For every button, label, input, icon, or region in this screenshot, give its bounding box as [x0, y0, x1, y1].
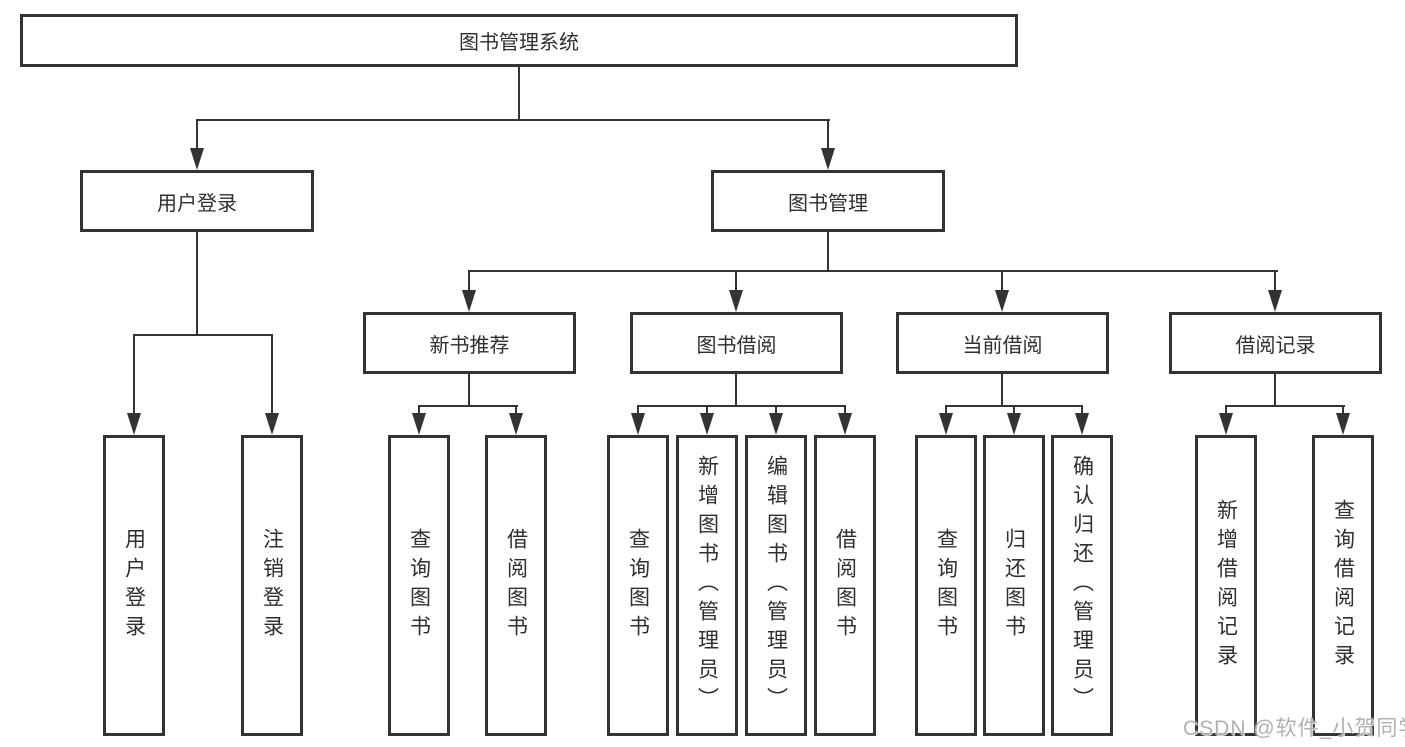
connector-line [1274, 374, 1276, 407]
connector-line [1001, 270, 1003, 292]
connector-line [1081, 405, 1083, 416]
node-label: 当前借阅 [962, 334, 1043, 357]
node-label: 借阅图书 [504, 527, 528, 644]
arrow-down-icon [838, 413, 852, 435]
connector-line [468, 374, 470, 407]
arrow-down-icon [412, 413, 426, 435]
connector-line [706, 405, 708, 416]
leaf-borrow-books-recommend: 借阅图书 [485, 435, 547, 736]
arrow-down-icon [1007, 413, 1021, 435]
arrow-down-icon [821, 148, 835, 170]
connector-line [735, 374, 737, 407]
connector-line [468, 270, 470, 292]
arrow-down-icon [190, 148, 204, 170]
connector-line [196, 119, 830, 121]
leaf-query-books-current: 查询图书 [915, 435, 977, 736]
node-label: 用户登录 [122, 527, 146, 644]
node-label: 借阅图书 [833, 527, 857, 644]
connector-line [196, 232, 198, 336]
node-label: 确认归还（管理员） [1070, 455, 1094, 716]
leaf-query-books-borrow: 查询图书 [607, 435, 669, 736]
node-label: 图书借阅 [696, 334, 777, 357]
node-borrowing-records: 借阅记录 [1169, 312, 1382, 374]
connector-line [844, 405, 846, 416]
connector-line [133, 334, 273, 336]
leaf-logout: 注销登录 [241, 435, 303, 736]
node-library-management-system: 图书管理系统 [20, 14, 1018, 67]
node-label: 用户登录 [157, 192, 237, 215]
node-new-book-recommendation: 新书推荐 [363, 312, 576, 374]
node-label: 借阅记录 [1235, 334, 1316, 357]
leaf-borrow-books: 借阅图书 [814, 435, 876, 736]
connector-line [418, 405, 420, 416]
leaf-edit-books-admin: 编辑图书（管理员） [745, 435, 807, 736]
connector-line [515, 405, 517, 416]
connector-line [827, 119, 829, 152]
arrow-down-icon [769, 413, 783, 435]
watermark: CSDN @软件_小贺同学 [1183, 717, 1405, 740]
arrow-down-icon [509, 413, 523, 435]
arrow-down-icon [631, 413, 645, 435]
connector-line [735, 270, 737, 292]
connector-line [1001, 374, 1003, 407]
connector-line [637, 405, 846, 407]
connector-line [1274, 270, 1276, 292]
arrow-down-icon [700, 413, 714, 435]
node-label: 编辑图书（管理员） [764, 455, 788, 716]
connector-line [1225, 405, 1345, 407]
node-book-management: 图书管理 [711, 170, 945, 232]
connector-line [133, 334, 135, 414]
arrow-down-icon [939, 413, 953, 435]
node-label: 归还图书 [1002, 527, 1026, 644]
node-label: 查询图书 [407, 527, 431, 644]
arrow-down-icon [462, 290, 476, 312]
arrow-down-icon [127, 413, 141, 435]
connector-line [775, 405, 777, 416]
connector-line [196, 119, 198, 152]
node-label: 新增图书（管理员） [695, 455, 719, 716]
leaf-user-login: 用户登录 [103, 435, 165, 736]
node-label: 新增借阅记录 [1214, 498, 1238, 673]
leaf-add-books-admin: 新增图书（管理员） [676, 435, 738, 736]
connector-line [468, 270, 1278, 272]
arrow-down-icon [995, 290, 1009, 312]
arrow-down-icon [1075, 413, 1089, 435]
connector-line [637, 405, 639, 416]
connector-line [1013, 405, 1015, 416]
arrow-down-icon [1336, 413, 1350, 435]
connector-line [271, 334, 273, 414]
node-label: 注销登录 [260, 527, 284, 644]
leaf-confirm-return-admin: 确认归还（管理员） [1051, 435, 1113, 736]
node-current-borrowing: 当前借阅 [896, 312, 1109, 374]
connector-line [1342, 405, 1344, 416]
connector-line [418, 405, 518, 407]
node-label: 图书管理系统 [459, 32, 579, 54]
node-label: 新书推荐 [429, 334, 510, 357]
leaf-return-books: 归还图书 [983, 435, 1045, 736]
node-book-borrowing: 图书借阅 [630, 312, 843, 374]
connector-line [945, 405, 947, 416]
node-label: 图书管理 [788, 192, 868, 215]
node-label: 查询借阅记录 [1331, 498, 1355, 673]
arrow-down-icon [729, 290, 743, 312]
connector-line [827, 232, 829, 272]
leaf-query-borrow-record: 查询借阅记录 [1312, 435, 1374, 736]
connector-line [518, 67, 520, 120]
node-label: 查询图书 [934, 527, 958, 644]
arrow-down-icon [1219, 413, 1233, 435]
connector-line [1225, 405, 1227, 416]
arrow-down-icon [265, 413, 279, 435]
leaf-query-books-recommend: 查询图书 [388, 435, 450, 736]
arrow-down-icon [1268, 290, 1282, 312]
node-user-login: 用户登录 [80, 170, 314, 232]
leaf-add-borrow-record: 新增借阅记录 [1195, 435, 1257, 736]
node-label: 查询图书 [626, 527, 650, 644]
